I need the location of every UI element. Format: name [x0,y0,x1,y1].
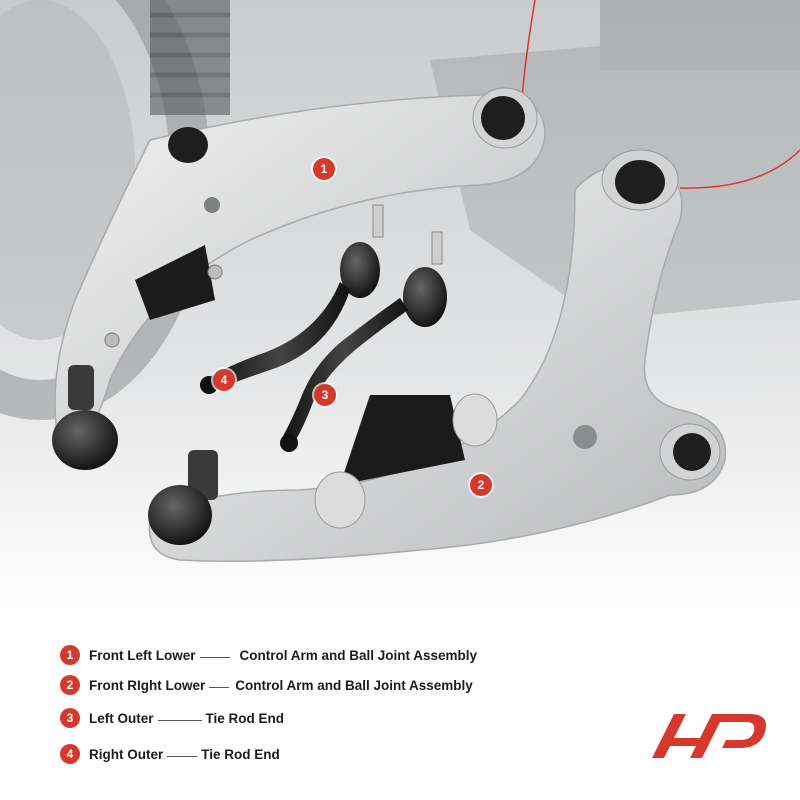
callout-4: 4 [213,369,235,391]
legend-divider [209,686,230,688]
legend-part-description: Tie Rod End [201,746,280,762]
legend-part-name: Right Outer [89,746,164,762]
legend-part-description: Control Arm and Ball Joint Assembly [235,677,473,693]
legend-item: 2 Front RIght Lower Control Arm and Ball… [60,673,473,697]
suspension-parts-illustration [0,0,800,610]
tie-rod-end-right-outer [200,204,384,394]
legend-item: 3 Left Outer Tie Rod End [60,706,284,730]
tie-rod-end-left-outer [280,231,447,452]
control-arm-right [148,149,727,562]
legend-divider [157,719,202,721]
legend-number-badge: 2 [60,675,80,695]
brand-logo-icon [652,708,772,764]
legend-item: 1 Front Left Lower Control Arm and Ball … [60,643,477,667]
legend-number-badge: 3 [60,708,80,728]
legend-part-description: Tie Rod End [205,710,285,726]
legend-part-name: Left Outer [89,710,154,726]
legend-item: 4 Right Outer Tie Rod End [60,742,280,766]
legend-number-badge: 4 [60,744,80,764]
legend-number-badge: 1 [60,645,80,665]
callout-3: 3 [314,384,336,406]
legend-divider [167,755,198,757]
product-photo: 1 2 3 4 [0,0,800,610]
callout-2: 2 [470,474,492,496]
control-arm-left [52,87,546,470]
legend-part-description: Control Arm and Ball Joint Assembly [239,647,478,663]
callout-1: 1 [313,158,335,180]
legend-part-name: Front Left Lower [89,647,196,663]
strut-background [150,0,230,115]
legend-divider [199,656,230,658]
legend-part-name: Front RIght Lower [89,677,206,693]
